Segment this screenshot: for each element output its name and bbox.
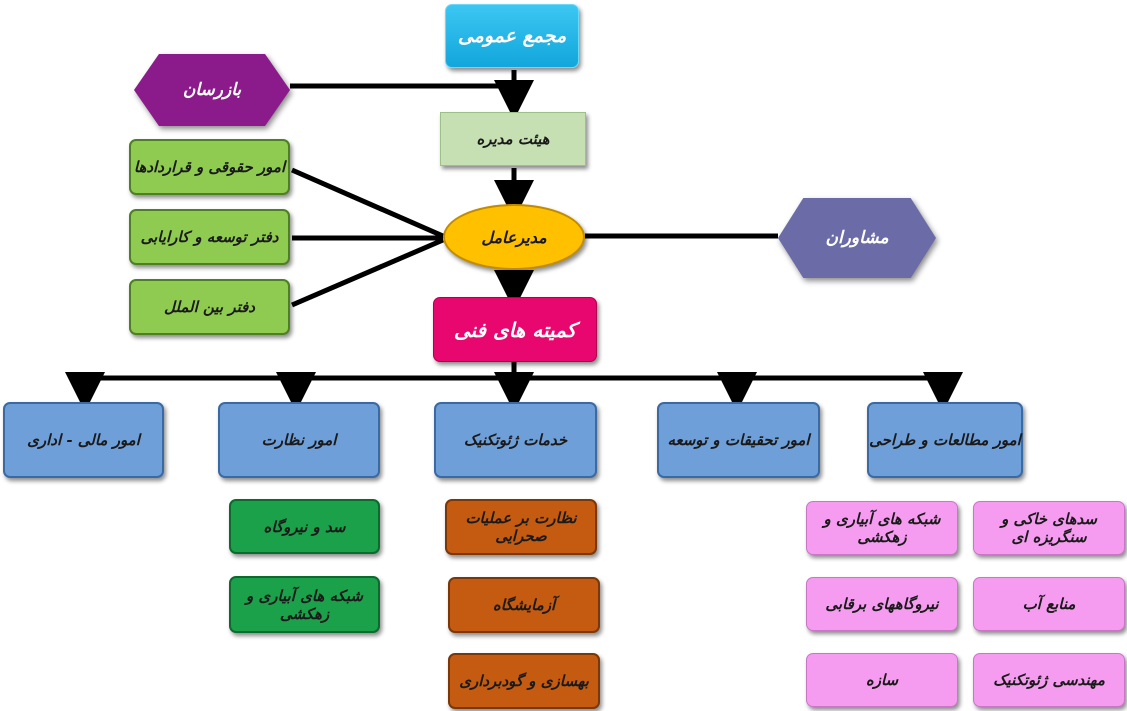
studies-unit-box: شبکه های آبیاری و زهکشی: [806, 501, 958, 555]
unit-label: سازه: [865, 671, 899, 689]
department-research-box: امور تحقیقات و توسعه: [657, 402, 820, 478]
unit-label: نظارت بر عملیات صحرایی: [465, 509, 577, 545]
department-label: خدمات ژئوتکنیک: [463, 431, 568, 449]
studies-unit-box: منابع آب: [973, 577, 1125, 631]
general-assembly-box: مجمع عمومی: [445, 4, 579, 68]
unit-label: شبکه های آبیاری و زهکشی: [246, 586, 363, 623]
unit-label: منابع آب: [1022, 595, 1076, 613]
unit-label: آزمایشگاه: [492, 596, 556, 614]
advisors-label: مشاوران: [825, 228, 889, 248]
staff-label: دفتر توسعه و کارایابی: [140, 228, 279, 246]
supervision-unit-box: سد و نیروگاه: [229, 499, 380, 554]
supervision-unit-box: شبکه های آبیاری و زهکشی: [229, 576, 380, 633]
department-label: امور مالی - اداری: [27, 431, 140, 449]
geotech-unit-box: نظارت بر عملیات صحرایی: [445, 499, 597, 555]
studies-unit-box: مهندسی ژئوتکنیک: [973, 653, 1125, 707]
studies-unit-box: سدهای خاکی و سنگریزه ای: [973, 501, 1125, 555]
international-connector: [291, 237, 444, 308]
department-studies-box: امور مطالعات و طراحی: [867, 402, 1023, 478]
ceo-oval: مدیرعامل: [443, 204, 585, 270]
general-assembly-label: مجمع عمومی: [457, 24, 567, 47]
unit-label: نیروگاههای برقابی: [825, 595, 939, 613]
ceo-label: مدیرعامل: [481, 227, 547, 247]
inspectors-box: بازرسان: [134, 54, 290, 126]
studies-unit-box: نیروگاههای برقابی: [806, 577, 958, 631]
department-label: امور مطالعات و طراحی: [869, 431, 1021, 449]
inspectors-label: بازرسان: [182, 80, 242, 100]
unit-label: سد و نیروگاه: [263, 517, 346, 536]
department-label: امور نظارت: [261, 431, 337, 449]
department-geotech-box: خدمات ژئوتکنیک: [434, 402, 597, 478]
board-label: هیئت مدیره: [476, 130, 550, 148]
geotech-unit-box: آزمایشگاه: [448, 577, 600, 633]
technical-committees-box: کمیته های فنی: [433, 297, 597, 362]
advisors-box: مشاوران: [778, 198, 936, 278]
staff-label: دفتر بین الملل: [164, 298, 255, 316]
department-finance-box: امور مالی - اداری: [3, 402, 164, 478]
board-box: هیئت مدیره: [440, 112, 586, 166]
department-supervision-box: امور نظارت: [218, 402, 380, 478]
staff-box: امور حقوقی و قراردادها: [129, 139, 290, 195]
staff-box: دفتر بین الملل: [129, 279, 290, 335]
unit-label: شبکه های آبیاری و زهکشی: [823, 510, 941, 546]
department-label: امور تحقیقات و توسعه: [667, 431, 810, 449]
legal-connector: [290, 167, 445, 239]
geotech-unit-box: بهسازی و گودبرداری: [448, 653, 600, 709]
unit-label: بهسازی و گودبرداری: [459, 672, 589, 690]
staff-label: امور حقوقی و قراردادها: [133, 158, 286, 176]
unit-label: مهندسی ژئوتکنیک: [993, 671, 1105, 689]
studies-unit-box: سازه: [806, 653, 958, 707]
technical-committees-label: کمیته های فنی: [453, 317, 577, 342]
unit-label: سدهای خاکی و سنگریزه ای: [1001, 510, 1097, 546]
staff-box: دفتر توسعه و کارایابی: [129, 209, 290, 265]
